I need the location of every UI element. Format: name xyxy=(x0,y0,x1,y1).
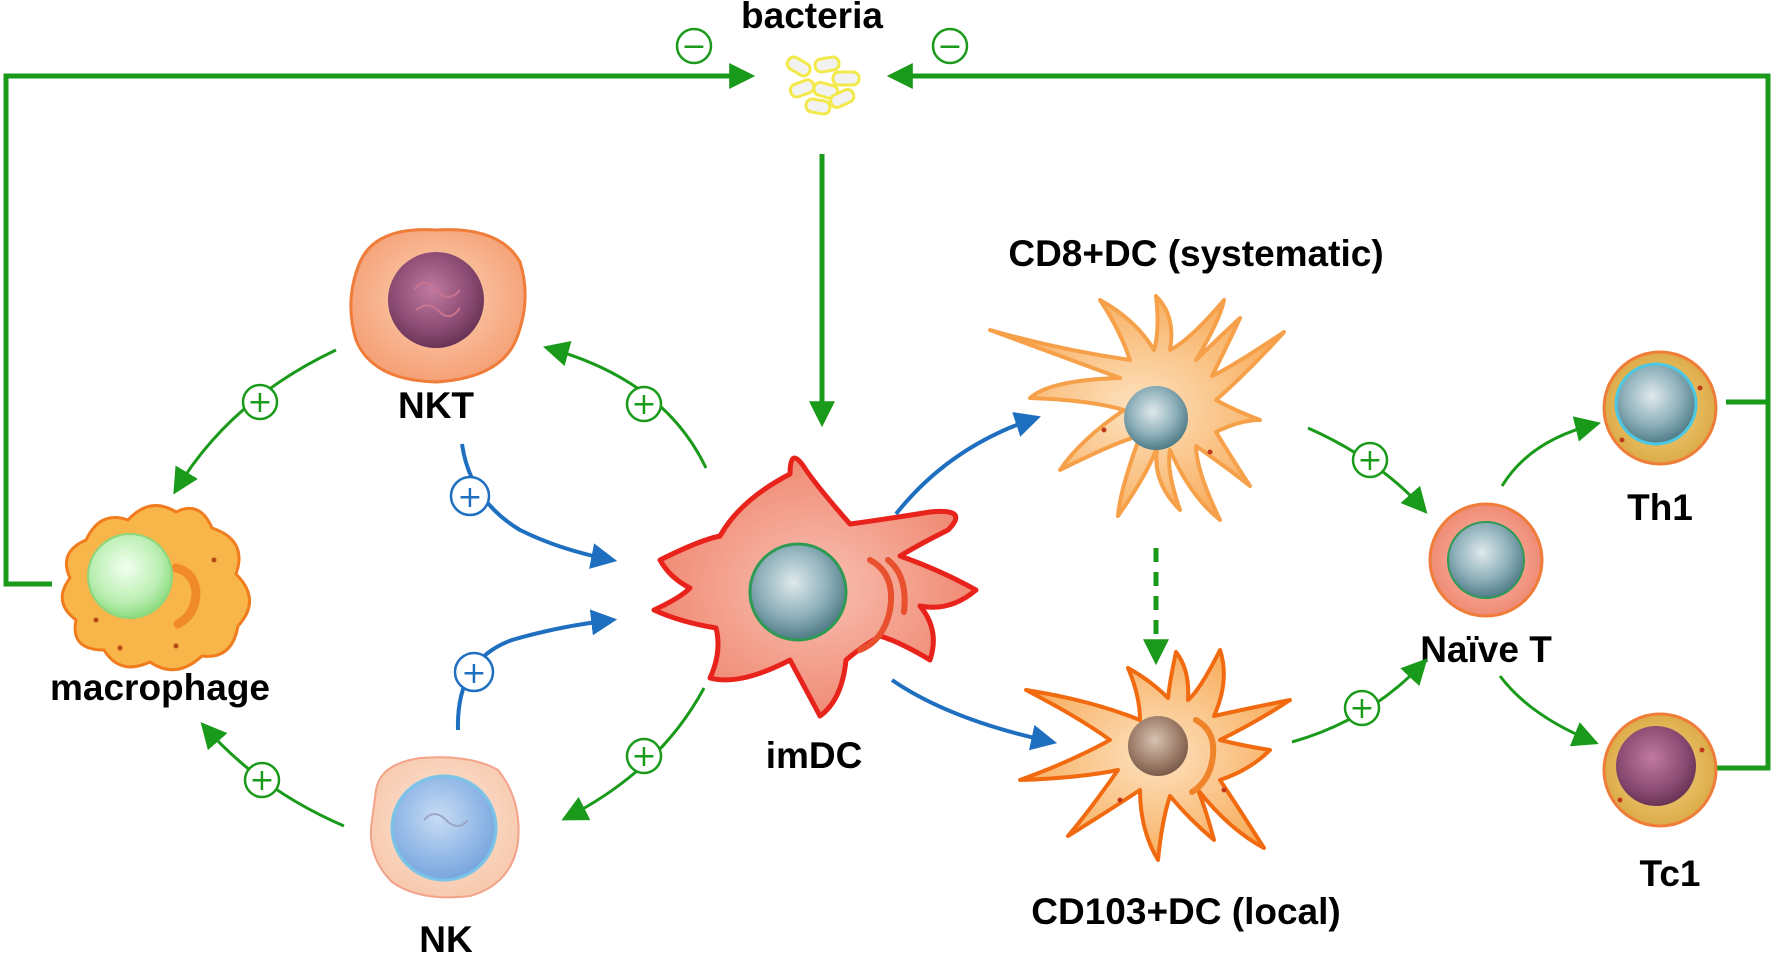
svg-text:−: − xyxy=(937,29,962,64)
plus-sign-nk-macrophage: + xyxy=(243,761,281,799)
arrow-imdc-to-cd103-dc xyxy=(890,678,1058,751)
th1-cell-icon xyxy=(1602,350,1718,466)
arrow-imdc-to-cd8-dc xyxy=(894,412,1041,516)
feedback-line-macrophage-to-bacteria xyxy=(3,63,756,587)
plus-sign-nk-imdc: + xyxy=(453,651,495,693)
cd103-dc-icon xyxy=(1018,648,1292,862)
plus-sign-imdc-nk: + xyxy=(625,737,663,775)
svg-text:+: + xyxy=(631,739,656,774)
svg-text:+: + xyxy=(249,763,274,798)
feedback-line-t-cells-to-bacteria xyxy=(892,76,1771,771)
label-bacteria: bacteria xyxy=(741,0,883,36)
arrow-nk-to-imdc xyxy=(455,609,618,731)
minus-sign-left: − xyxy=(675,27,713,65)
plus-sign-imdc-nkt: + xyxy=(625,385,663,423)
macrophage-icon xyxy=(60,504,251,672)
label-cd103-dc: CD103+DC (local) xyxy=(1031,891,1340,932)
svg-text:+: + xyxy=(461,656,486,691)
label-nkt: NKT xyxy=(398,385,474,426)
plus-sign-cd103-naive-t: + xyxy=(1343,689,1381,727)
plus-sign-cd8-naive-t: + xyxy=(1351,441,1389,479)
nkt-cell-icon xyxy=(349,228,527,384)
label-th1: Th1 xyxy=(1627,487,1693,528)
arrow-nkt-to-imdc xyxy=(460,443,618,569)
svg-text:+: + xyxy=(631,387,656,422)
label-naive-t: Naïve T xyxy=(1420,629,1552,670)
svg-text:−: − xyxy=(681,29,706,64)
svg-text:+: + xyxy=(247,385,272,420)
arrow-nkt-to-macrophage xyxy=(173,348,337,495)
plus-sign-nkt-macrophage: + xyxy=(241,383,279,421)
tc1-cell-icon xyxy=(1602,712,1718,828)
naive-t-cell-icon xyxy=(1428,502,1544,618)
imdc-icon xyxy=(651,455,979,719)
bacteria-icon xyxy=(785,55,861,116)
svg-text:+: + xyxy=(1357,443,1382,478)
svg-text:+: + xyxy=(457,480,482,515)
label-cd8-dc: CD8+DC (systematic) xyxy=(1008,233,1383,274)
label-tc1: Tc1 xyxy=(1639,853,1700,894)
plus-sign-nkt-imdc: + xyxy=(449,475,491,517)
arrow-naive-t-to-tc1 xyxy=(1498,675,1599,747)
minus-sign-right: − xyxy=(931,27,969,65)
label-macrophage: macrophage xyxy=(50,667,270,708)
arrow-naive-t-to-th1 xyxy=(1500,416,1602,487)
label-nk: NK xyxy=(419,919,473,960)
cd8-dc-icon xyxy=(988,294,1286,522)
label-imdc: imDC xyxy=(766,735,863,776)
nk-cell-icon xyxy=(369,756,520,899)
svg-text:+: + xyxy=(1349,691,1374,726)
